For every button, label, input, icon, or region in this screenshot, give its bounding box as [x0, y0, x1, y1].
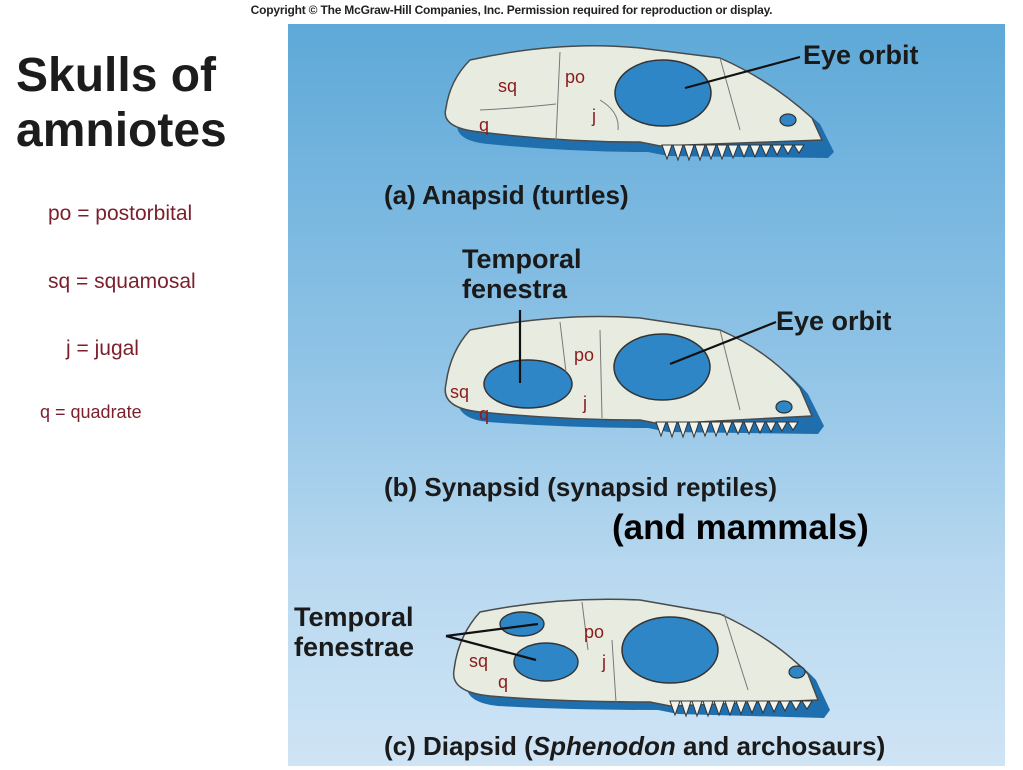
caption-synapsid: (b) Synapsid (synapsid reptiles) [384, 472, 777, 502]
temporal-fenestra-label: Temporal fenestra [462, 244, 582, 304]
title-line-2: amniotes [16, 104, 227, 157]
eye-orbit-label-b: Eye orbit [776, 306, 892, 336]
caption-diapsid-italic: Sphenodon [532, 731, 676, 761]
bone-j-b: j [583, 393, 587, 413]
caption-diapsid-pre: (c) Diapsid ( [384, 731, 533, 761]
bone-q-b: q [479, 404, 490, 424]
page-title: Skulls of amniotes [16, 48, 227, 158]
copyright-notice: Copyright © The McGraw-Hill Companies, I… [250, 3, 773, 17]
eye-orbit-label-a: Eye orbit [803, 40, 919, 70]
bone-j-a: j [592, 106, 596, 126]
diapsid-skull [445, 598, 830, 718]
temporal-word-c: Temporal [294, 602, 414, 632]
fenestra-word: fenestra [462, 274, 568, 304]
bone-j-c: j [602, 652, 606, 672]
bone-po-c: po [584, 622, 605, 642]
caption-anapsid: (a) Anapsid (turtles) [384, 180, 629, 210]
legend-quadrate: q = quadrate [40, 402, 142, 422]
legend-postorbital: po = postorbital [48, 202, 193, 225]
anapsid-skull [444, 44, 834, 161]
temporal-fenestrae-label: Temporal fenestrae [294, 602, 414, 662]
synapsid-skull [444, 310, 824, 438]
fenestrae-word: fenestrae [294, 632, 415, 662]
title-line-1: Skulls of [16, 49, 217, 102]
and-mammals-note: (and mammals) [612, 508, 869, 547]
bone-q-a: q [479, 115, 490, 135]
bone-q-c: q [498, 672, 509, 692]
bone-po-a: po [565, 67, 586, 87]
caption-diapsid-post: and archosaurs) [675, 731, 886, 761]
bone-sq-c: sq [469, 651, 489, 671]
legend-jugal: j = jugal [66, 337, 139, 360]
caption-diapsid: (c) Diapsid (Sphenodon and archosaurs) [384, 731, 885, 762]
legend-squamosal: sq = squamosal [48, 270, 196, 293]
bone-sq-b: sq [450, 382, 470, 402]
temporal-word: Temporal [462, 244, 582, 274]
bone-po-b: po [574, 345, 595, 365]
bone-sq-a: sq [498, 76, 518, 96]
